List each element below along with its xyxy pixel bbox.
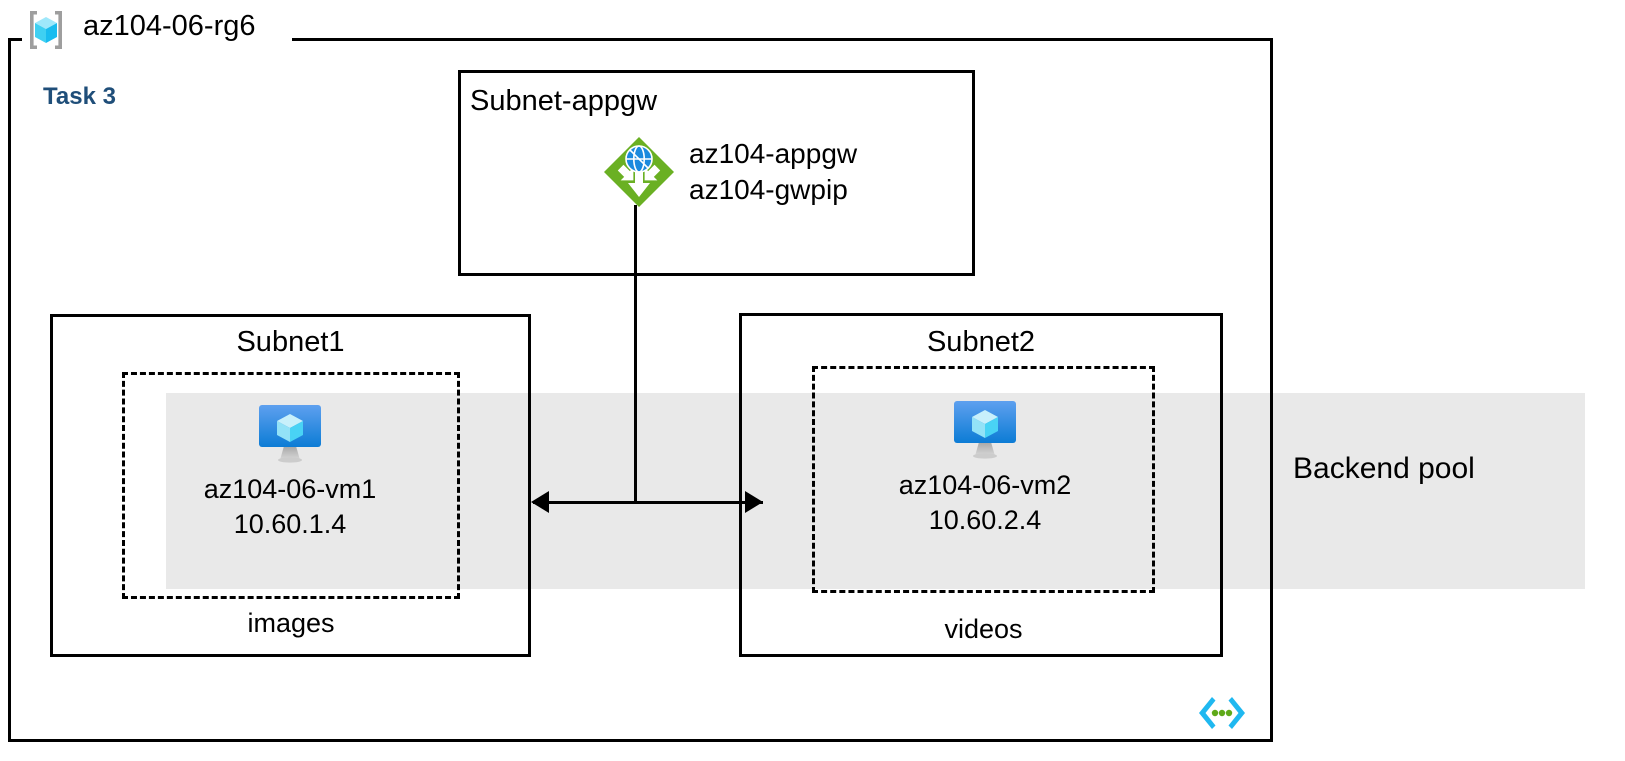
virtual-machine-icon: [259, 405, 321, 463]
vm2-name: az104-06-vm2: [898, 470, 1072, 500]
vm1-ip: 10.60.1.4: [233, 508, 347, 539]
application-gateway-icon: [601, 134, 677, 210]
subnet1-title: Subnet1: [236, 326, 345, 358]
vm2-ip: 10.60.2.4: [928, 504, 1042, 535]
resource-group-name: az104-06-rg6: [83, 10, 256, 42]
subnet2-title: Subnet2: [926, 326, 1036, 358]
connector-arrow-left-icon: [531, 491, 549, 513]
task-label: Task 3: [43, 83, 116, 110]
application-gateway-node: az104-appgw az104-gwpip: [601, 134, 857, 210]
virtual-machine-icon: [954, 401, 1016, 459]
subnet-appgw-box: [458, 70, 975, 276]
vm1-node: az104-06-vm1 10.60.1.4: [155, 400, 425, 541]
vm1-name: az104-06-vm1: [203, 474, 377, 504]
resource-group-title-mask: [22, 26, 292, 52]
appgw-to-subnets-connector: [634, 205, 637, 502]
application-gateway-labels: az104-appgw az104-gwpip: [689, 136, 857, 209]
subnet2-group-label: videos: [944, 614, 1023, 644]
appgw-pip-line: az104-gwpip: [689, 174, 848, 205]
subnet1-subnet2-connector: [533, 501, 763, 504]
backend-pool-band: [166, 393, 1585, 589]
subnet1-box: [50, 314, 531, 657]
vm2-node: az104-06-vm2 10.60.2.4: [850, 396, 1120, 537]
subnet2-box: [739, 313, 1223, 657]
resource-group-cube-icon: [24, 8, 68, 52]
connector-arrow-right-icon: [745, 491, 763, 513]
resource-group-container: [8, 38, 1273, 742]
subnet1-group-label: images: [247, 608, 335, 638]
appgw-name-line: az104-appgw: [689, 137, 858, 169]
subnet2-vm-group-boundary: [812, 366, 1155, 593]
subnet-appgw-title: Subnet-appgw: [470, 85, 658, 117]
code-brackets-icon: [1196, 693, 1248, 733]
backend-pool-label: Backend pool: [1293, 452, 1475, 485]
subnet1-vm-group-boundary: [122, 372, 460, 599]
